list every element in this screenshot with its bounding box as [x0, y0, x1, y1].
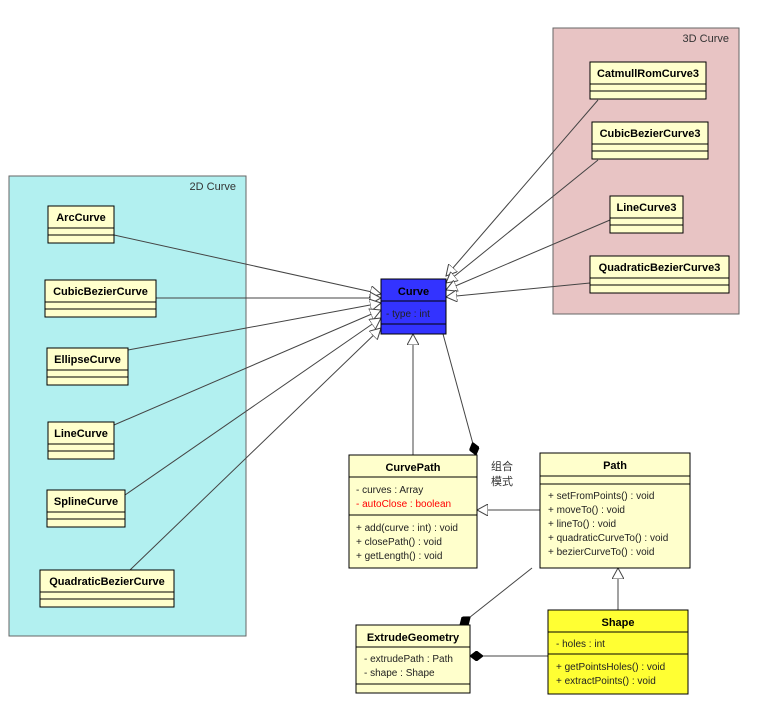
class-curve[interactable]: Curve - type : int	[380, 278, 447, 335]
class-path-operation-moveto: + moveTo() : void	[548, 505, 625, 516]
class-path-operation-setfrompoints: + setFromPoints() : void	[548, 491, 654, 502]
edge-linecurve-curve	[113, 310, 381, 426]
edge-quadraticbeziercurve-curve	[129, 328, 381, 571]
class-shape[interactable]: Shape - holes : int + getPointsHoles() :…	[547, 609, 689, 695]
class-curvepath-operation-closepath: + closePath() : void	[356, 537, 442, 548]
class-name-cubicbeziercurve: CubicBezierCurve	[53, 286, 148, 298]
class-name-extrudegeometry: ExtrudeGeometry	[367, 632, 460, 644]
class-quadraticbeziercurve[interactable]: QuadraticBezierCurve	[39, 569, 175, 608]
class-name-ellipsecurve: EllipseCurve	[54, 354, 121, 366]
edge-linecurve3-curve	[446, 219, 611, 290]
class-curvepath-attribute-curves: - curves : Array	[356, 485, 423, 496]
class-extrudegeometry-attribute-extrudepath: - extrudePath : Path	[364, 654, 453, 665]
edge-arccurve-curve	[113, 234, 381, 294]
class-name-catmullromcurve3: CatmullRomCurve3	[597, 68, 699, 80]
class-shape-attribute-holes: - holes : int	[556, 639, 605, 650]
edge-ellipsecurve-curve	[127, 303, 381, 351]
note-line-2: 模式	[491, 475, 513, 488]
class-catmullromcurve3[interactable]: CatmullRomCurve3	[589, 61, 707, 100]
edge-cubicbeziercurve3-curve	[446, 159, 599, 283]
package-2d-curve[interactable]: 2D Curve	[8, 175, 247, 637]
note-composition-pattern: 组合 模式	[491, 459, 513, 488]
class-cubicbeziercurve[interactable]: CubicBezierCurve	[44, 279, 157, 318]
class-name-arccurve: ArcCurve	[56, 212, 106, 224]
class-quadraticbeziercurve3[interactable]: QuadraticBezierCurve3	[589, 255, 730, 294]
class-name-quadraticbeziercurve3: QuadraticBezierCurve3	[599, 262, 721, 274]
class-name-splinecurve: SplineCurve	[54, 496, 118, 508]
edge-extrudegeometry-path	[460, 567, 533, 625]
class-name-curvepath: CurvePath	[385, 462, 440, 474]
class-shape-operation-getpointsholes: + getPointsHoles() : void	[556, 662, 665, 673]
class-curvepath-attribute-autoclose: - autoClose : boolean	[356, 499, 451, 510]
edge-splinecurve-curve	[124, 318, 381, 496]
composition-edges	[442, 333, 548, 656]
class-path[interactable]: Path + setFromPoints() : void + moveTo()…	[539, 452, 691, 569]
class-name-quadraticbeziercurve: QuadraticBezierCurve	[49, 576, 165, 588]
class-name-shape: Shape	[601, 617, 634, 629]
class-extrudegeometry-attribute-shape: - shape : Shape	[364, 668, 435, 679]
class-curvepath[interactable]: CurvePath - curves : Array - autoClose :…	[348, 454, 478, 569]
class-name-linecurve3: LineCurve3	[617, 202, 677, 214]
class-cubicbeziercurve3[interactable]: CubicBezierCurve3	[591, 121, 709, 160]
class-path-operation-quadraticcurveto: + quadraticCurveTo() : void	[548, 533, 668, 544]
package-label-2d-curve: 2D Curve	[190, 181, 236, 193]
edge-curvepath-composes-curve	[442, 333, 476, 455]
edge-catmullromcurve3-curve	[446, 99, 599, 276]
class-arccurve[interactable]: ArcCurve	[47, 205, 115, 244]
class-name-cubicbeziercurve3: CubicBezierCurve3	[600, 128, 701, 140]
class-name-linecurve: LineCurve	[54, 428, 108, 440]
class-ellipsecurve[interactable]: EllipseCurve	[46, 347, 129, 386]
class-curve-attribute-type: - type : int	[386, 309, 430, 320]
edge-quadraticbeziercurve3-curve	[446, 282, 591, 297]
class-extrudegeometry[interactable]: ExtrudeGeometry - extrudePath : Path - s…	[355, 624, 471, 694]
class-splinecurve[interactable]: SplineCurve	[46, 489, 126, 528]
package-label-3d-curve: 3D Curve	[683, 33, 729, 45]
class-shape-operation-extractpoints: + extractPoints() : void	[556, 676, 656, 687]
class-linecurve[interactable]: LineCurve	[47, 421, 115, 460]
class-curvepath-operation-add: + add(curve : int) : void	[356, 523, 458, 534]
class-linecurve3[interactable]: LineCurve3	[609, 195, 684, 234]
generalization-edges	[113, 99, 618, 610]
class-path-operation-lineto: + lineTo() : void	[548, 519, 616, 530]
class-path-operation-beziercurveto: + bezierCurveTo() : void	[548, 547, 654, 558]
note-line-1: 组合	[491, 459, 513, 473]
class-name-curve: Curve	[398, 286, 429, 298]
class-curvepath-operation-getlength: + getLength() : void	[356, 551, 442, 562]
class-name-path: Path	[603, 460, 627, 472]
